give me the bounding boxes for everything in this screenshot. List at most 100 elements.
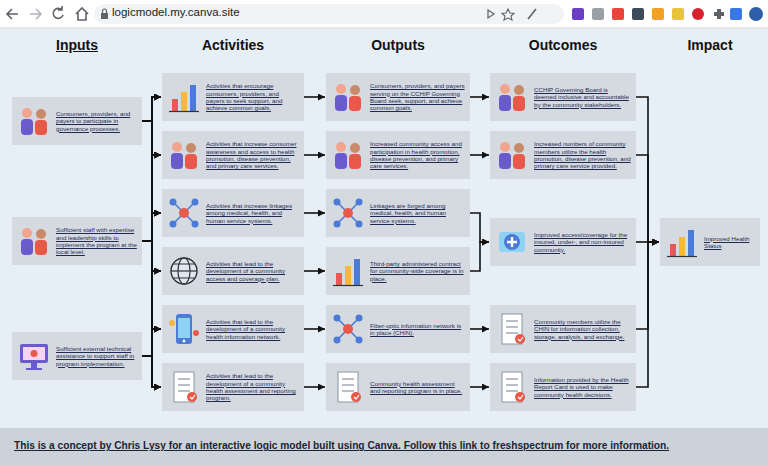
toolbar-icons [488,7,763,21]
chart-icon [333,259,363,286]
caption-text: This is a concept by Chris Lysy for an i… [14,429,754,464]
card-text: Fiber-optic information network is in pl… [370,318,470,341]
flow-arrow [142,241,161,271]
flow-arrow [636,97,659,242]
lock-icon [101,9,108,19]
flow-arrow [142,97,161,121]
card-text: Community health assessment and reportin… [370,376,470,399]
card-text: Linkages are forged among medical, healt… [370,198,470,228]
flow-arrow [304,96,325,98]
logic-model-card: Sufficient external technical assistance… [12,332,142,380]
flow-arrow [142,121,161,387]
flow-arrow [470,96,489,98]
card-text: Activities that lead to the development … [206,256,304,286]
flow-arrow [142,97,161,356]
column-heading: Impact [687,37,732,53]
flow-arrow [142,213,161,356]
logic-model-card: Activities that increase consumer awaren… [162,131,304,179]
network-icon [334,199,363,228]
logic-model-card: Activities that increase linkages among … [162,189,304,237]
network-icon [334,315,363,344]
logic-model-card: Increased community access and participa… [326,131,470,179]
column-heading: Outcomes [529,37,597,53]
flow-arrow [470,154,489,156]
flow-arrow [470,386,489,388]
column-heading: Activities [202,37,264,53]
card-text: Improved Health Status [704,231,760,254]
logic-model-card: Activities that lead to the development … [162,363,304,411]
logic-model-card: Community health assessment and reportin… [326,363,470,411]
page-canvas [0,29,768,428]
people-icon [335,142,361,169]
card-text: Third-party administered contract for co… [370,256,470,286]
flow-arrow [636,242,659,329]
flow-arrow [142,213,161,241]
card-text: Activities that increase consumer awaren… [206,136,304,174]
logic-model-card: Activities that encourage consumers, pro… [162,73,304,121]
flow-arrow [142,356,161,387]
flow-arrow [304,386,325,388]
document-icon [174,372,197,402]
chart-icon [169,85,199,112]
flow-arrow [470,328,489,330]
people-icon [171,142,197,169]
logic-model-card: Activities that lead to the development … [162,247,304,295]
document-icon [502,372,525,402]
flow-arrow [304,154,325,156]
flow-arrow [142,155,161,241]
logic-model-card: Consumers, providers, and payers to part… [12,97,142,145]
url-text: logicmodel.my.canva.site [112,6,240,18]
logic-model-card: Increased numbers of community members u… [490,131,636,179]
column-heading: Outputs [371,37,425,53]
card-text: Increased community access and participa… [370,136,470,174]
flow-arrow [142,271,161,356]
card-text: Activities that lead to the development … [206,314,304,344]
people-icon [21,228,47,255]
card-text: Sufficient external technical assistance… [56,341,142,371]
card-text: CCHIP Governing Board is deemed inclusiv… [534,82,636,112]
flow-arrow [142,97,161,241]
chart-icon [667,230,697,257]
logic-model-card: Community members utilize the CHIN for i… [490,305,636,353]
people-icon [499,84,525,111]
caption-band [0,428,768,465]
logic-model-card: Information provided by the Health Repor… [490,363,636,411]
people-icon [335,84,361,111]
people-icon [21,108,47,135]
flow-arrow [304,328,325,330]
flow-arrow [470,213,489,242]
logic-model-card: Activities that lead to the development … [162,305,304,353]
impact-card: Improved Health Status [660,218,760,266]
flow-arrow [304,270,325,272]
logic-model-card: Consumers, providers, and payers serving… [326,73,470,121]
flow-arrow [470,242,489,271]
people-icon [499,142,525,169]
screen-icon [20,344,48,370]
document-icon [502,314,525,344]
logic-model-card: Improved access/coverage for the insured… [490,218,636,266]
logic-model-card: Fiber-optic information network is in pl… [326,305,470,353]
address-bar [94,4,564,24]
flow-arrow [142,329,161,356]
globe-icon [171,258,197,284]
card-text: Increased numbers of community members u… [534,136,636,174]
toolbar-border [0,28,768,29]
flow-arrow [636,241,659,243]
card-text: Activities that lead to the development … [206,368,304,406]
card-text: Activities that increase linkages among … [206,198,304,228]
flow-arrow [142,241,161,387]
coverage-icon [499,232,525,252]
column-heading: Inputs [56,37,98,53]
flow-arrow [142,155,161,356]
card-text: Information provided by the Health Repor… [534,372,636,402]
logic-model-card: Linkages are forged among medical, healt… [326,189,470,237]
flow-arrow [142,121,161,155]
flow-arrow [636,242,659,387]
card-text: Consumers, providers, and payers to part… [56,106,142,136]
network-icon [170,199,199,228]
card-text: Sufficient staff with expertise and lead… [56,222,142,260]
flow-arrow [636,155,659,242]
document-icon [338,372,361,402]
card-text: Consumers, providers, and payers serving… [370,78,470,116]
flow-arrow [142,121,161,213]
